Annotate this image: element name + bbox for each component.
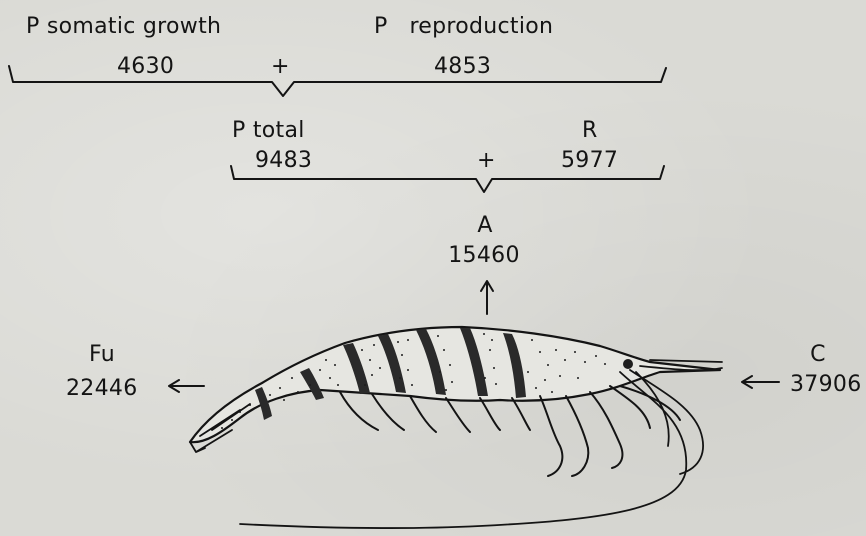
bracket-middle [231, 166, 664, 192]
bracket-top [9, 66, 666, 96]
arrow-left-icon [169, 380, 204, 392]
shrimp-illustration [190, 327, 722, 528]
arrow-up-icon [481, 281, 493, 314]
arrow-right-icon [742, 376, 779, 388]
